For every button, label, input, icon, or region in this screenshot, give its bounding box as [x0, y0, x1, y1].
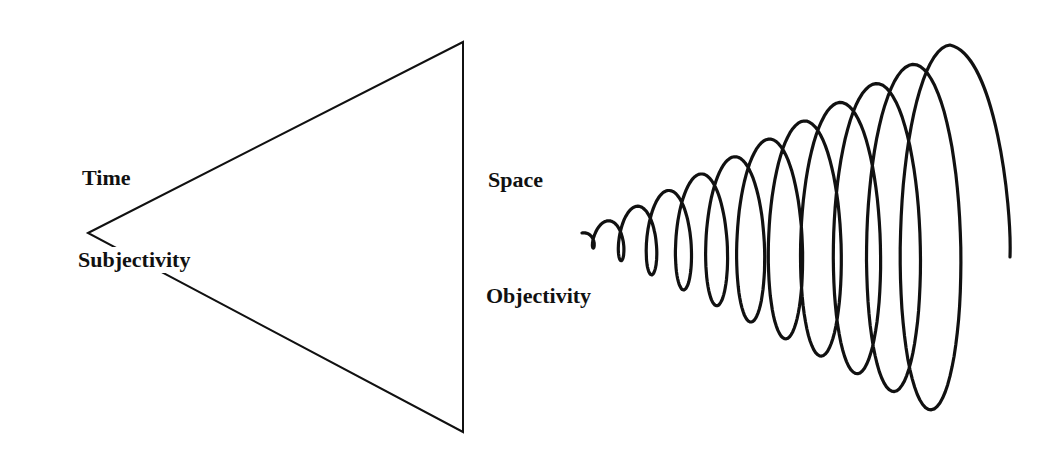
axis-label: Objectivity	[484, 283, 593, 309]
axis-label: Subjectivity	[76, 247, 192, 273]
triangle	[88, 42, 463, 432]
axis-label: Time	[80, 165, 132, 191]
axis-label: Space	[486, 167, 545, 193]
spiral-cone	[582, 45, 1010, 410]
